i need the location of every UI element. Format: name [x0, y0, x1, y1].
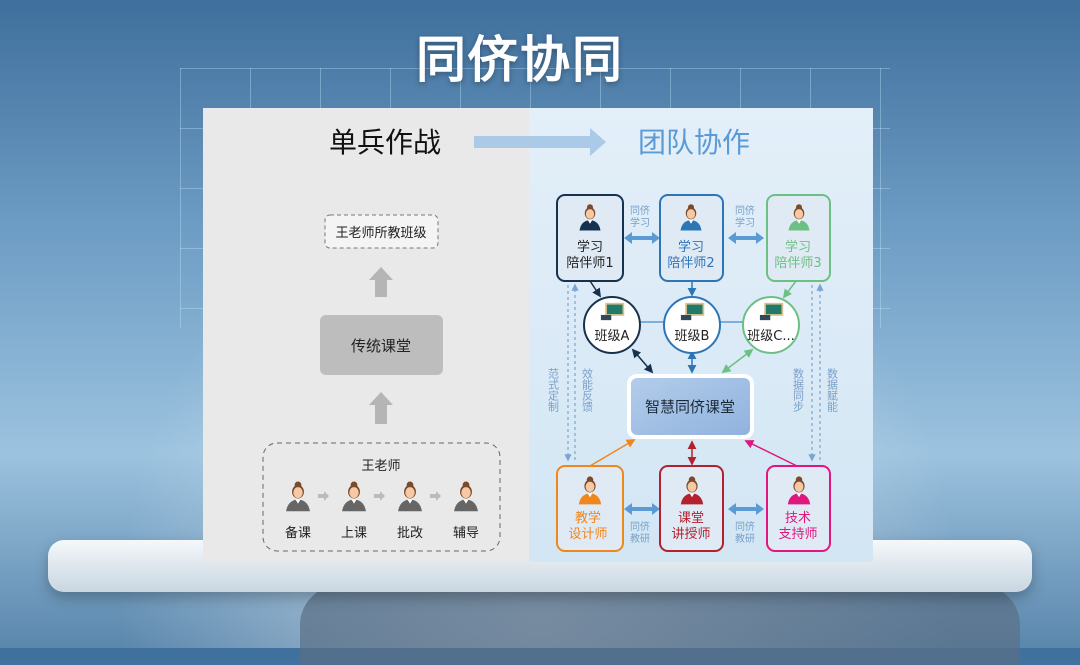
smart-classroom-label: 智慧同侪课堂	[645, 398, 735, 416]
companion-label: 陪伴师1	[566, 256, 613, 271]
companion-1: 学习 陪伴师1	[556, 194, 624, 282]
traditional-class-label: 传统课堂	[351, 337, 411, 355]
role-label: 支持师	[778, 527, 817, 542]
role-label: 技术	[785, 511, 811, 526]
side-flows	[564, 283, 824, 462]
class-b: 班级B	[663, 296, 721, 354]
flow-arrow	[589, 280, 601, 298]
up-arrow-icon	[369, 392, 393, 424]
companion-label: 陪伴师2	[667, 256, 714, 271]
companion-2: 学习 陪伴师2	[659, 194, 724, 282]
side-label: 范式定制	[547, 367, 560, 412]
side-label: 数据同步	[792, 368, 805, 412]
teacher-icon	[454, 481, 478, 512]
flow-arrow	[744, 440, 798, 467]
peer-label: 同侪	[735, 204, 755, 217]
traditional-class-box	[320, 315, 443, 375]
companion-label: 学习	[678, 239, 704, 255]
teacher-tasks: 备课 上课 批改 辅导	[285, 481, 479, 541]
side-label: 数据赋能	[826, 368, 839, 413]
task-label: 备课	[285, 525, 311, 541]
companion-label: 陪伴师3	[774, 256, 821, 271]
peer-label: 学习	[735, 216, 755, 229]
classes-box	[324, 214, 439, 249]
page-title: 同侪协同	[416, 31, 624, 89]
companion-label: 学习	[785, 239, 811, 255]
class-c: 班级C...	[742, 296, 800, 354]
companion-3: 学习 陪伴师3	[766, 194, 831, 282]
diagram: 单兵作战 团队协作 王老师所教班级 传统课堂 王老师 备课 上课 批改 辅导 范…	[262, 126, 839, 552]
role-label: 课堂	[678, 511, 704, 526]
companion-label: 学习	[577, 239, 603, 255]
role-designer: 教学 设计师	[556, 465, 624, 552]
role-lecturer: 课堂 讲授师	[659, 465, 724, 552]
task-label: 批改	[397, 526, 423, 541]
flow-arrow	[589, 439, 636, 467]
class-label: 班级A	[595, 329, 630, 344]
teacher-icon	[286, 481, 310, 512]
flow-arrow	[631, 348, 654, 374]
teacher-box	[262, 442, 501, 552]
role-tech-support: 技术 支持师	[766, 465, 831, 552]
transition-arrow	[474, 128, 606, 156]
peer-labels: 同侪 学习 同侪 学习 同侪 教研 同侪 教研	[630, 204, 755, 545]
class-label: 班级C...	[747, 329, 794, 344]
task-label: 辅导	[453, 526, 479, 541]
peer-label: 同侪	[630, 204, 650, 217]
role-label: 教学	[575, 510, 601, 526]
smart-classroom-box	[627, 374, 754, 439]
class-label: 班级B	[675, 329, 710, 344]
teacher-icon	[342, 481, 366, 512]
teacher-label: 王老师	[361, 459, 400, 474]
peer-label: 教研	[630, 532, 650, 545]
peer-label: 教研	[735, 532, 755, 545]
peer-label: 同侪	[630, 520, 650, 533]
role-label: 讲授师	[671, 527, 710, 542]
step-arrow-icon	[318, 491, 441, 501]
teacher-icon	[398, 481, 422, 512]
peer-label: 同侪	[735, 520, 755, 533]
task-label: 上课	[341, 526, 367, 541]
side-label: 效能反馈	[581, 367, 594, 413]
flow-arrow	[721, 348, 754, 374]
peer-arrows	[624, 232, 764, 515]
flow-arrow	[782, 280, 797, 299]
up-arrow-icon	[369, 267, 393, 297]
peer-label: 学习	[630, 216, 650, 229]
solo-heading: 单兵作战	[329, 126, 441, 159]
role-label: 设计师	[568, 527, 607, 542]
class-a: 班级A	[583, 296, 641, 354]
classes-box-label: 王老师所教班级	[335, 225, 426, 241]
team-heading: 团队协作	[638, 126, 750, 159]
